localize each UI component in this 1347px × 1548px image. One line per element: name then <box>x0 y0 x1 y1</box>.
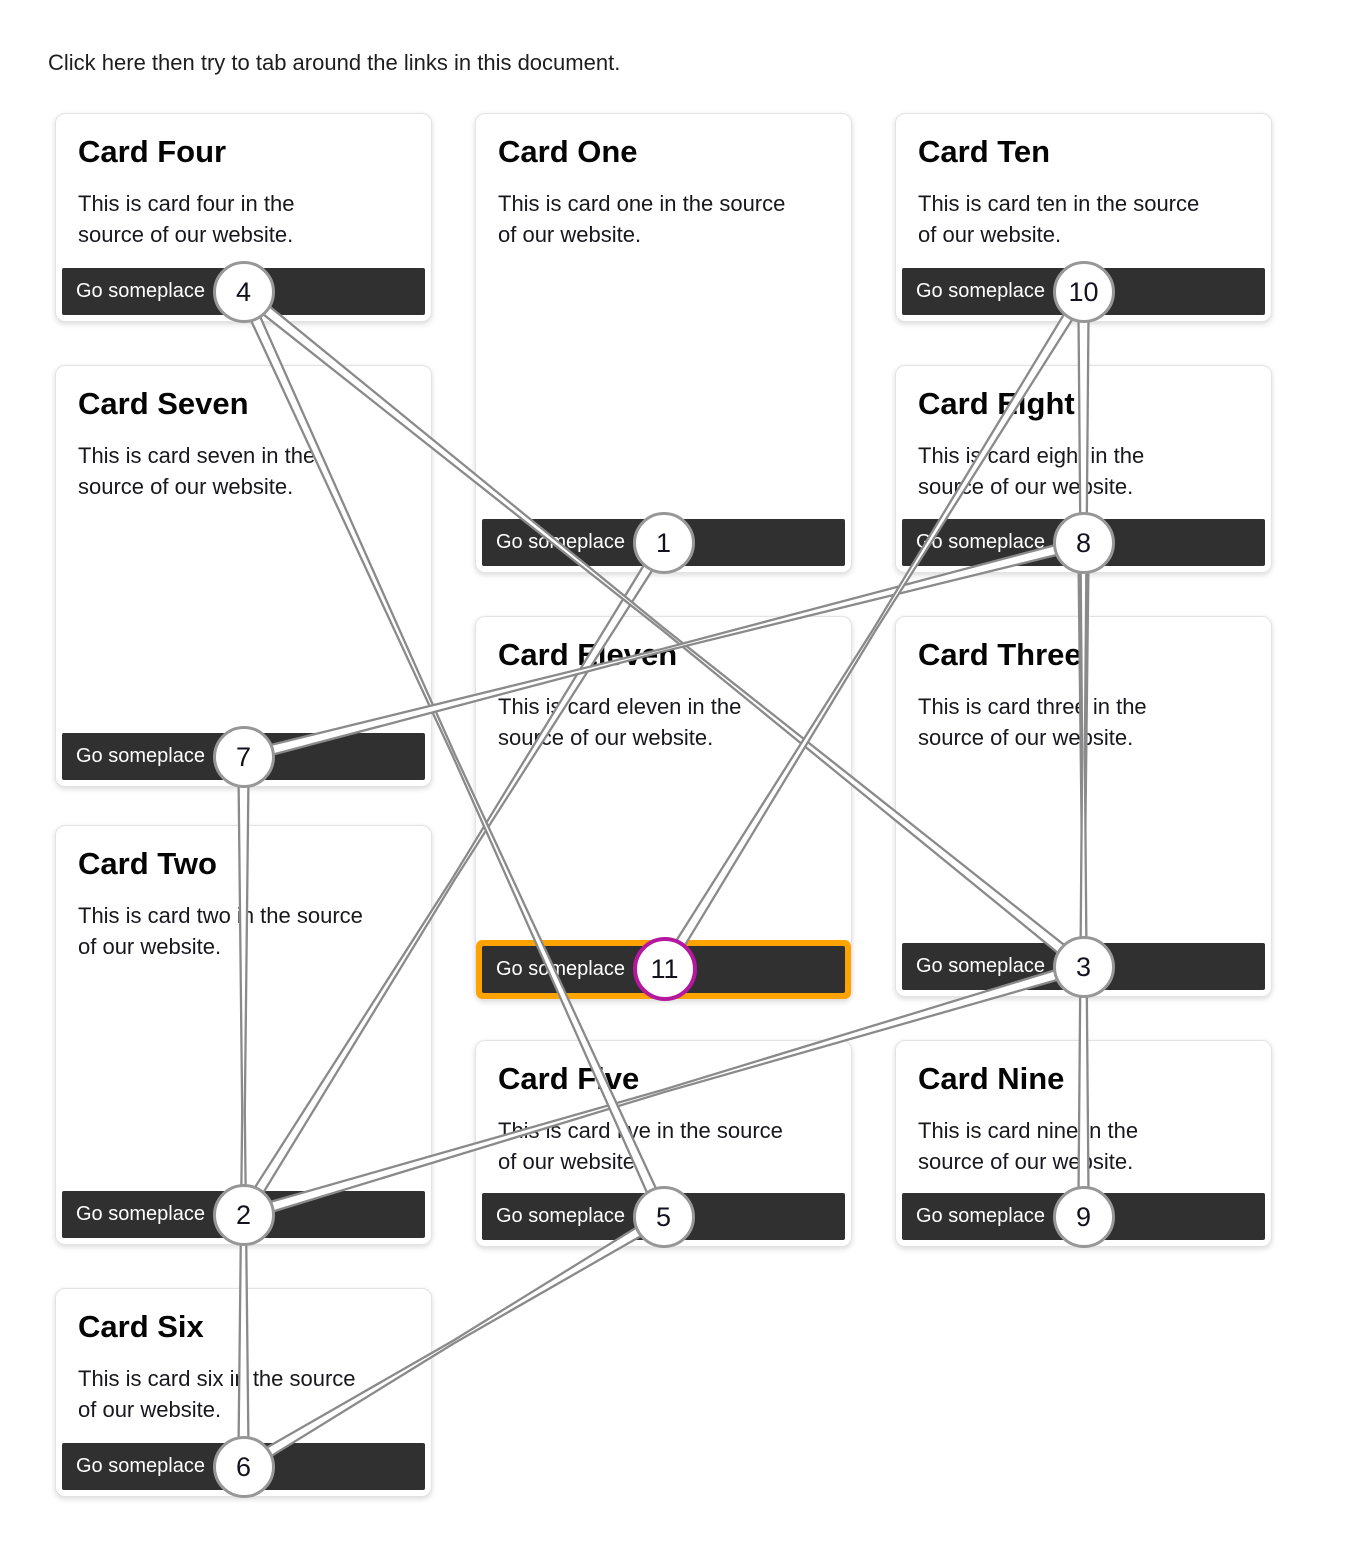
card-text: This is card ten in the source of our we… <box>918 191 1200 248</box>
instruction-text[interactable]: Click here then try to tab around the li… <box>48 50 621 75</box>
card-title: Card Four <box>78 134 227 169</box>
tab-stop-marker: 11 <box>632 937 697 1001</box>
tab-stop-marker: 10 <box>1052 261 1115 323</box>
card-five: Card Five This is card five in the sourc… <box>475 1040 852 1248</box>
tab-stop-marker: 4 <box>212 261 275 323</box>
card-text: This is card six in the source of our we… <box>78 1366 356 1423</box>
card-title: Card Ten <box>918 134 1051 169</box>
card-eleven: Card Eleven This is card eleven in the s… <box>475 616 852 1001</box>
tab-stop-marker: 5 <box>632 1186 695 1248</box>
card-two: Card Two This is card two in the source … <box>55 825 432 1246</box>
tab-stop-marker: 7 <box>212 726 275 788</box>
card-title: Card Eight <box>918 386 1075 421</box>
card-six: Card Six This is card six in the source … <box>55 1288 432 1498</box>
card-one: Card One This is card one in the source … <box>475 113 852 574</box>
card-title: Card Two <box>78 846 217 881</box>
card-text: This is card seven in the source of our … <box>78 443 316 500</box>
card-text: This is card four in the source of our w… <box>78 191 295 248</box>
card-ten: Card Ten This is card ten in the source … <box>895 113 1272 323</box>
card-text: This is card eight in the source of our … <box>918 443 1145 500</box>
tab-stop-marker: 2 <box>212 1184 275 1246</box>
tab-stop-marker: 3 <box>1052 936 1115 998</box>
tab-stop-marker: 8 <box>1052 512 1115 574</box>
card-title: Card One <box>498 134 638 169</box>
tab-stop-marker: 9 <box>1052 1186 1115 1248</box>
card-four: Card Four This is card four in the sourc… <box>55 113 432 323</box>
card-title: Card Nine <box>918 1061 1065 1096</box>
card-seven: Card Seven This is card seven in the sou… <box>55 365 432 788</box>
card-text: This is card five in the source of our w… <box>498 1118 783 1175</box>
card-three: Card Three This is card three in the sou… <box>895 616 1272 998</box>
card-title: Card Three <box>918 637 1082 672</box>
tab-stop-marker: 1 <box>632 512 695 574</box>
card-title: Card Five <box>498 1061 640 1096</box>
card-text: This is card two in the source of our we… <box>78 903 363 960</box>
card-text: This is card one in the source of our we… <box>498 191 786 248</box>
card-title: Card Eleven <box>498 637 678 672</box>
card-title: Card Seven <box>78 386 249 421</box>
card-text: This is card three in the source of our … <box>918 694 1147 751</box>
tab-stop-marker: 6 <box>212 1436 275 1498</box>
card-title: Card Six <box>78 1309 204 1344</box>
card-nine: Card Nine This is card nine in the sourc… <box>895 1040 1272 1248</box>
card-text: This is card eleven in the source of our… <box>498 694 742 751</box>
card-eight: Card Eight This is card eight in the sou… <box>895 365 1272 574</box>
card-text: This is card nine in the source of our w… <box>918 1118 1139 1175</box>
